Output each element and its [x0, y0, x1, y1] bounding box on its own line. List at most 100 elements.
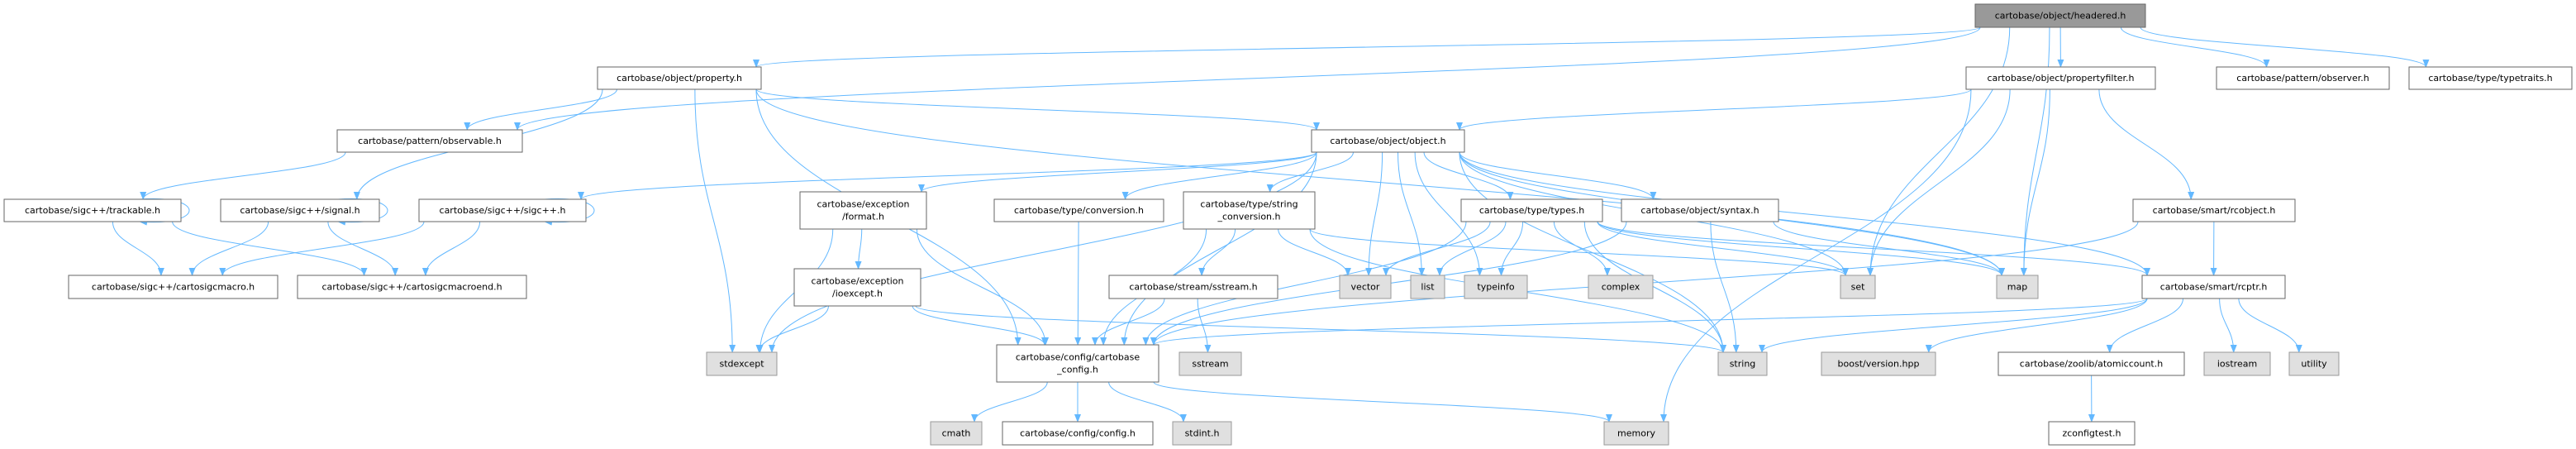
node-box [1965, 66, 2156, 90]
node-string: string [1717, 351, 1768, 376]
node-label: cartobase/sigc++/sigc++.h [440, 205, 566, 216]
node-syntax[interactable]: cartobase/object/syntax.h [1621, 198, 1779, 222]
node-label: stdexcept [719, 359, 764, 370]
edge-object-to-string [1459, 151, 1726, 353]
node-box [1621, 198, 1779, 222]
node-box [418, 198, 587, 222]
node-format[interactable]: cartobase/exception/format.h [799, 191, 927, 230]
edge-propertyfilter-to-rcobject [2098, 88, 2195, 200]
node-label: cartobase/pattern/observer.h [2236, 73, 2369, 84]
node-label: iostream [2217, 359, 2257, 370]
node-configh[interactable]: cartobase/config/config.h [1002, 421, 1154, 446]
edge-headered-to-map [2020, 26, 2050, 276]
node-iostream: iostream [2203, 351, 2271, 376]
node-trackable[interactable]: cartobase/sigc++/trackable.h [3, 198, 182, 222]
node-box [2288, 351, 2340, 376]
edge-property-to-stdexcept [694, 88, 736, 353]
node-label: cmath [942, 428, 971, 439]
edge-sigcpp-to-macroend [421, 221, 481, 276]
node-label: cartobase/object/object.h [1330, 136, 1445, 146]
node-label: _config.h [1056, 365, 1098, 375]
node-label: string [1730, 359, 1756, 370]
node-label: cartobase/type/conversion.h [1014, 205, 1144, 216]
edge-object-to-stdexcept [769, 151, 1317, 353]
node-box [1339, 275, 1392, 299]
node-box [1172, 421, 1232, 446]
node-object[interactable]: cartobase/object/object.h [1311, 129, 1465, 153]
node-zconfigtest[interactable]: zconfigtest.h [2048, 421, 2136, 446]
node-label: cartobase/object/property.h [617, 73, 742, 84]
edge-signal-to-macro [188, 221, 269, 276]
node-set: set [1840, 275, 1876, 299]
edge-format-to-config [916, 228, 1050, 346]
node-stringconv[interactable]: cartobase/type/string_conversion.h [1183, 191, 1316, 230]
edge-headered-to-observer [2120, 26, 2270, 68]
node-conversion[interactable]: cartobase/type/conversion.h [993, 198, 1164, 222]
edge-sigcpp-to-macro [219, 221, 425, 276]
edge-stringconv-to-set [1309, 228, 1849, 276]
node-box [1840, 275, 1876, 299]
edge-propertyfilter-to-object [1456, 88, 1972, 131]
node-box [297, 275, 527, 299]
node-box [1464, 275, 1528, 299]
node-box [1183, 191, 1316, 230]
node-macro[interactable]: cartobase/sigc++/cartosigcmacro.h [68, 275, 279, 299]
node-label: cartobase/type/types.h [1479, 205, 1584, 216]
node-box [2141, 275, 2286, 299]
edge-sstreamh-to-config [1092, 298, 1165, 346]
node-box [799, 191, 927, 230]
node-ioexcept[interactable]: cartobase/exception/ioexcept.h [793, 268, 921, 307]
edge-types-to-config [1142, 221, 1467, 346]
node-observer[interactable]: cartobase/pattern/observer.h [2216, 66, 2390, 90]
edge-stringconv-to-vector [1278, 228, 1351, 276]
node-sstreamh[interactable]: cartobase/stream/sstream.h [1108, 275, 1278, 299]
node-label: cartobase/config/config.h [1020, 428, 1136, 439]
node-sigcpp[interactable]: cartobase/sigc++/sigc++.h [418, 198, 587, 222]
node-types[interactable]: cartobase/type/types.h [1460, 198, 1603, 222]
node-observable[interactable]: cartobase/pattern/observable.h [336, 129, 523, 153]
edge-stringconv-to-sstreamh [1198, 228, 1236, 276]
node-headered[interactable]: cartobase/object/headered.h [1974, 3, 2146, 28]
node-rcobject[interactable]: cartobase/smart/rcobject.h [2132, 198, 2296, 222]
node-signal[interactable]: cartobase/sigc++/signal.h [220, 198, 380, 222]
node-box [1997, 351, 2185, 376]
node-box [3, 198, 182, 222]
node-label: cartobase/object/syntax.h [1640, 205, 1759, 216]
edge-rcptr-to-utility [2238, 298, 2302, 353]
node-label: cartobase/exception [817, 199, 909, 210]
edge-property-to-observable [464, 88, 617, 131]
node-rcptr[interactable]: cartobase/smart/rcptr.h [2141, 275, 2286, 299]
edge-rcptr-to-string [1759, 298, 2148, 353]
node-propertyfilter[interactable]: cartobase/object/propertyfilter.h [1965, 66, 2156, 90]
node-box [1460, 198, 1603, 222]
node-typeinfo: typeinfo [1464, 275, 1528, 299]
edge-types-to-set [1597, 221, 1849, 276]
node-box [993, 198, 1164, 222]
node-box [1603, 421, 1669, 446]
node-property[interactable]: cartobase/object/property.h [597, 66, 762, 90]
node-label: vector [1351, 282, 1380, 293]
edge-types-to-string [1583, 221, 1726, 353]
node-label: cartobase/config/cartobase [1016, 352, 1140, 363]
node-label: /ioexcept.h [832, 289, 883, 299]
node-box [1108, 275, 1278, 299]
edge-trackable-to-macroend [172, 221, 368, 276]
edge-headered-to-set [1867, 26, 2011, 276]
node-list: list [1410, 275, 1445, 299]
edge-syntax-to-map [1773, 221, 2005, 276]
node-typetraits[interactable]: cartobase/type/typetraits.h [2408, 66, 2573, 90]
node-box [1002, 421, 1154, 446]
edge-types-to-complex [1553, 221, 1611, 276]
node-label: list [1421, 282, 1435, 293]
node-box [1311, 129, 1465, 153]
edge-observable-to-trackable [140, 151, 346, 200]
node-box [930, 421, 983, 446]
node-macroend[interactable]: cartobase/sigc++/cartosigcmacroend.h [297, 275, 527, 299]
edge-types-to-typeinfo [1498, 221, 1524, 276]
node-config[interactable]: cartobase/config/cartobase _config.h [996, 344, 1159, 383]
node-atomiccount[interactable]: cartobase/zoolib/atomiccount.h [1997, 351, 2185, 376]
edge-rcptr-to-config [1150, 298, 2148, 346]
edge-syntax-to-string [1710, 221, 1740, 353]
edge-ioexcept-to-stdexcept [755, 305, 829, 353]
